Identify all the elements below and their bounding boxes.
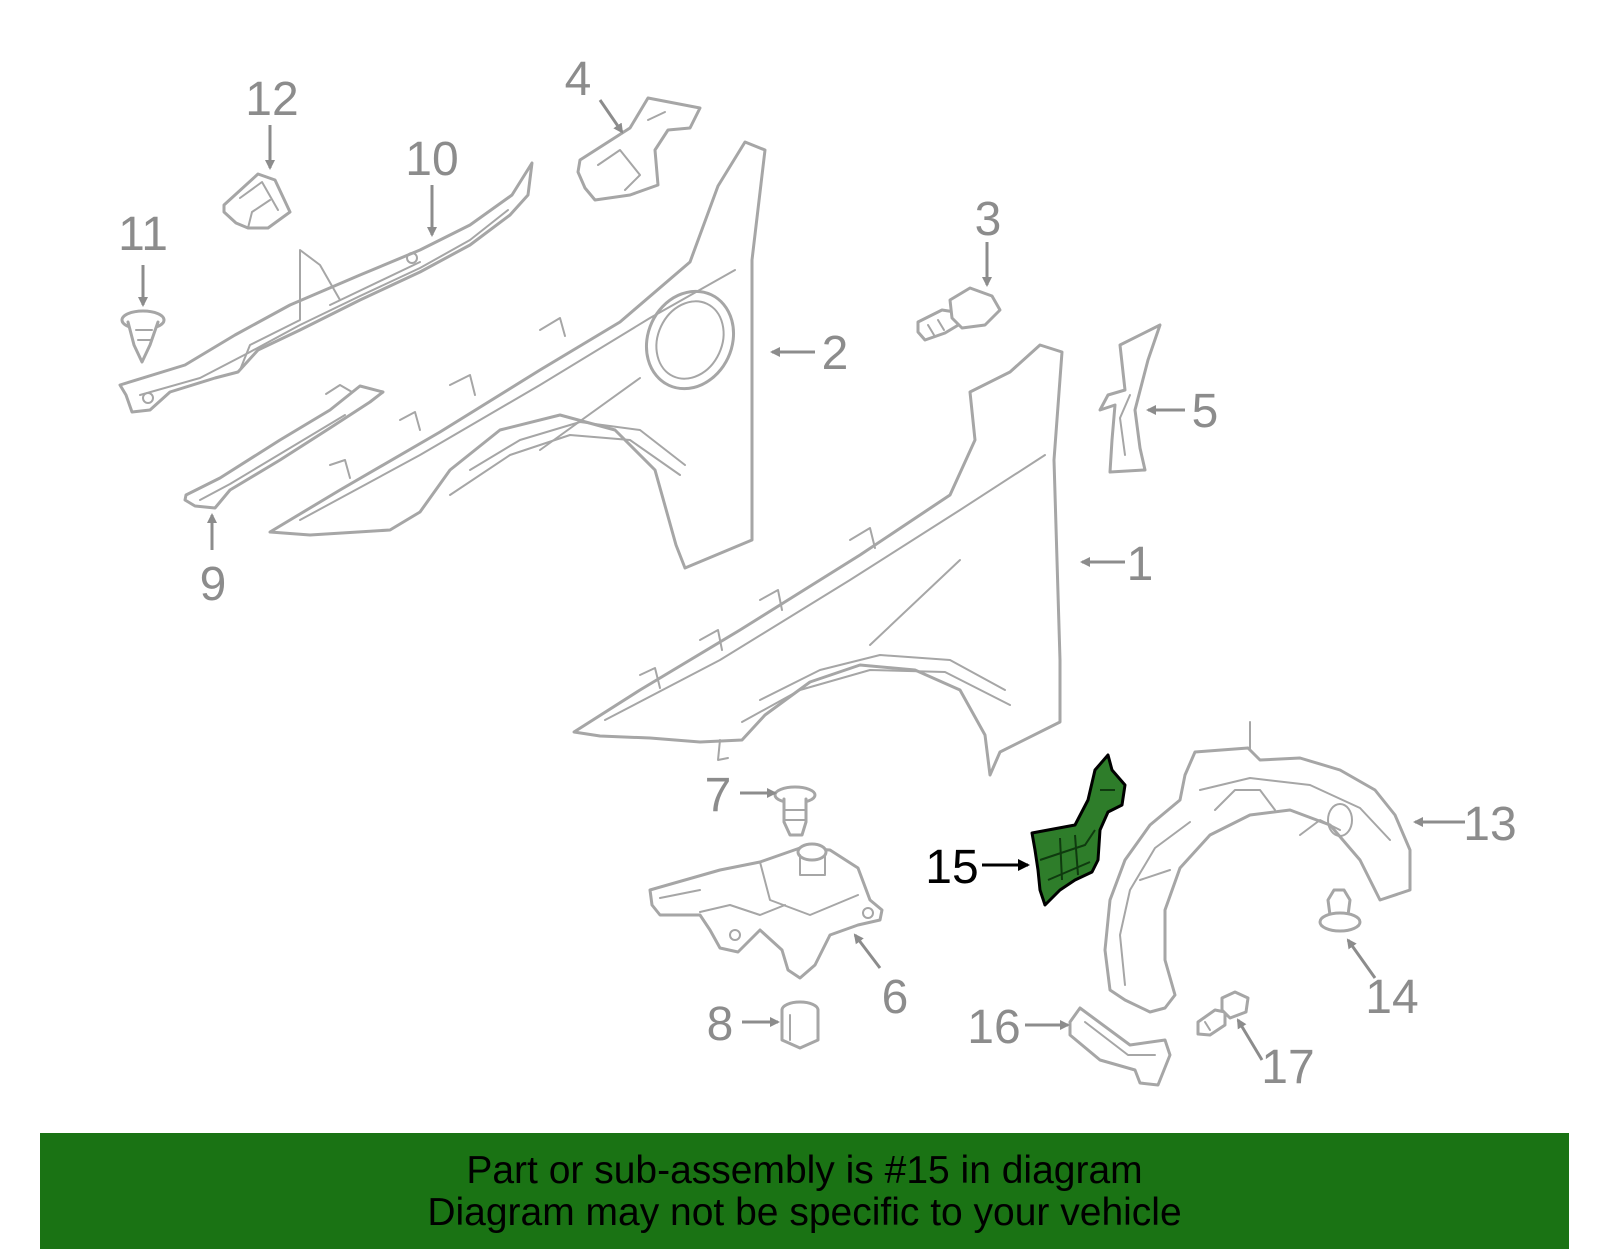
part-10-rail [118, 161, 534, 414]
callout-11: 11 [118, 208, 168, 261]
part-6-bracket-assembly [648, 842, 884, 980]
banner-line-2: Diagram may not be specific to your vehi… [427, 1191, 1182, 1234]
leader-17 [1236, 1018, 1264, 1061]
part-3-bolt [916, 286, 1002, 342]
leader-lines [138, 99, 1465, 1061]
part-16-strip [1068, 1006, 1172, 1087]
part-1-fender [572, 343, 1064, 777]
part-17-bolt [1196, 990, 1250, 1037]
callout-7: 7 [705, 769, 732, 822]
callout-13: 13 [1463, 798, 1516, 851]
callout-1: 1 [1127, 538, 1154, 591]
callout-16: 16 [967, 1001, 1020, 1054]
callout-12: 12 [245, 73, 298, 126]
info-banner: Part or sub-assembly is #15 in diagram D… [40, 1133, 1569, 1249]
callout-labels: 11 12 10 4 2 3 5 1 9 7 6 8 13 14 17 16 1… [118, 53, 1517, 1094]
callout-10: 10 [405, 133, 458, 186]
part-4-bracket [576, 96, 702, 202]
callout-5: 5 [1192, 385, 1219, 438]
callout-8: 8 [707, 998, 734, 1051]
callout-4: 4 [565, 53, 592, 106]
callout-6: 6 [882, 971, 909, 1024]
callout-9: 9 [200, 558, 227, 611]
part-13-liner [1103, 721, 1412, 1014]
callout-14: 14 [1365, 971, 1418, 1024]
callout-15-highlighted: 15 [925, 841, 978, 894]
part-14-clip [1318, 888, 1362, 933]
part-9-bracket [183, 384, 385, 510]
part-2-fender [268, 140, 767, 570]
part-11-clip [120, 309, 166, 364]
leader-14 [1346, 938, 1377, 979]
banner-line-1: Part or sub-assembly is #15 in diagram [466, 1149, 1143, 1192]
callout-2: 2 [822, 327, 849, 380]
leader-4 [598, 99, 624, 134]
part-12-bracket [222, 172, 292, 230]
callout-3: 3 [975, 193, 1002, 246]
part-15-splash-shield-highlighted[interactable] [1030, 753, 1127, 907]
part-7-bolt [773, 785, 817, 837]
callout-17: 17 [1261, 1041, 1314, 1094]
part-5-bracket [1098, 323, 1162, 474]
part-8-nut [780, 1000, 820, 1050]
leader-6 [853, 933, 882, 969]
